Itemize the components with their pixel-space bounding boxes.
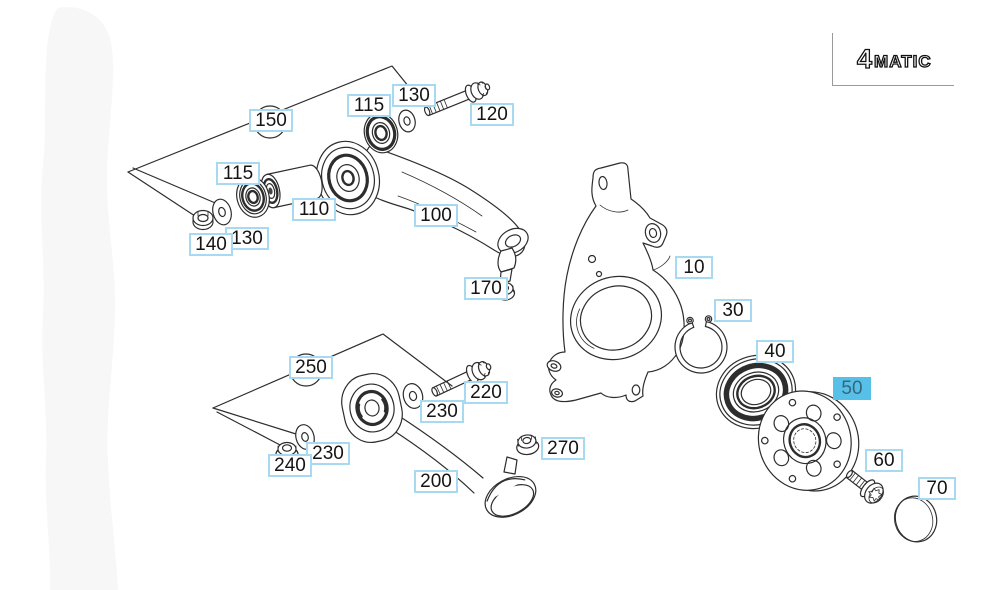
- part-callout-70[interactable]: 70: [918, 477, 956, 500]
- part-callout-140[interactable]: 140: [189, 233, 233, 256]
- lower-control-arm-200-drawing: [341, 372, 537, 518]
- part-callout-115-left[interactable]: 115: [216, 162, 260, 185]
- part-callout-110[interactable]: 110: [292, 198, 336, 221]
- part-callout-100[interactable]: 100: [414, 204, 458, 227]
- part-callout-230-right[interactable]: 230: [420, 400, 464, 423]
- washer-130-top-drawing: [398, 109, 416, 133]
- hub-bolt-60-drawing: [845, 469, 884, 504]
- part-callout-30[interactable]: 30: [714, 299, 752, 322]
- svg-text:4MATIC: 4MATIC: [857, 44, 932, 74]
- arm-bushing-housing-drawing: [315, 140, 381, 216]
- part-callout-120[interactable]: 120: [470, 103, 514, 126]
- part-callout-230-left[interactable]: 230: [306, 442, 350, 465]
- part-callout-40[interactable]: 40: [756, 340, 794, 363]
- part-callout-270[interactable]: 270: [541, 437, 585, 460]
- bearing-115-left-drawing: [236, 176, 270, 218]
- snap-ring-30-drawing: [674, 315, 728, 374]
- 4matic-logo-4: 4: [857, 44, 873, 74]
- washer-230-right-drawing: [402, 383, 424, 409]
- part-callout-150[interactable]: 150: [249, 109, 293, 132]
- part-callout-240[interactable]: 240: [268, 454, 312, 477]
- bolt-220-drawing: [431, 360, 492, 397]
- part-callout-130-top[interactable]: 130: [392, 84, 436, 107]
- 4matic-logo-matic: MATIC: [874, 52, 932, 71]
- part-callout-60[interactable]: 60: [865, 449, 903, 472]
- part-callout-130-left[interactable]: 130: [225, 227, 269, 250]
- part-callout-10[interactable]: 10: [675, 256, 713, 279]
- nut-140-drawing: [192, 209, 214, 231]
- steering-knuckle-drawing: [546, 162, 685, 403]
- 4matic-badge: 4MATIC: [832, 33, 954, 86]
- part-callout-170[interactable]: 170: [464, 277, 508, 300]
- wheel-hub-50-drawing: [757, 390, 860, 492]
- part-callout-250[interactable]: 250: [289, 356, 333, 379]
- part-callout-200[interactable]: 200: [414, 470, 458, 493]
- washer-130-left-drawing: [212, 198, 232, 226]
- leader-lines-250: [212, 333, 453, 447]
- part-callout-115-top[interactable]: 115: [347, 94, 391, 117]
- nut-270-drawing: [516, 434, 540, 456]
- part-callout-220[interactable]: 220: [464, 381, 508, 404]
- dust-cap-70-drawing: [893, 495, 938, 543]
- bolt-120-drawing: [423, 81, 491, 117]
- part-callout-50-selected[interactable]: 50: [833, 377, 871, 400]
- ghost-part-silhouette: [41, 7, 118, 590]
- ball-joint-upper-drawing: [497, 227, 529, 285]
- bearing-115-top-drawing: [363, 112, 399, 154]
- 4matic-logo: 4MATIC: [856, 43, 932, 74]
